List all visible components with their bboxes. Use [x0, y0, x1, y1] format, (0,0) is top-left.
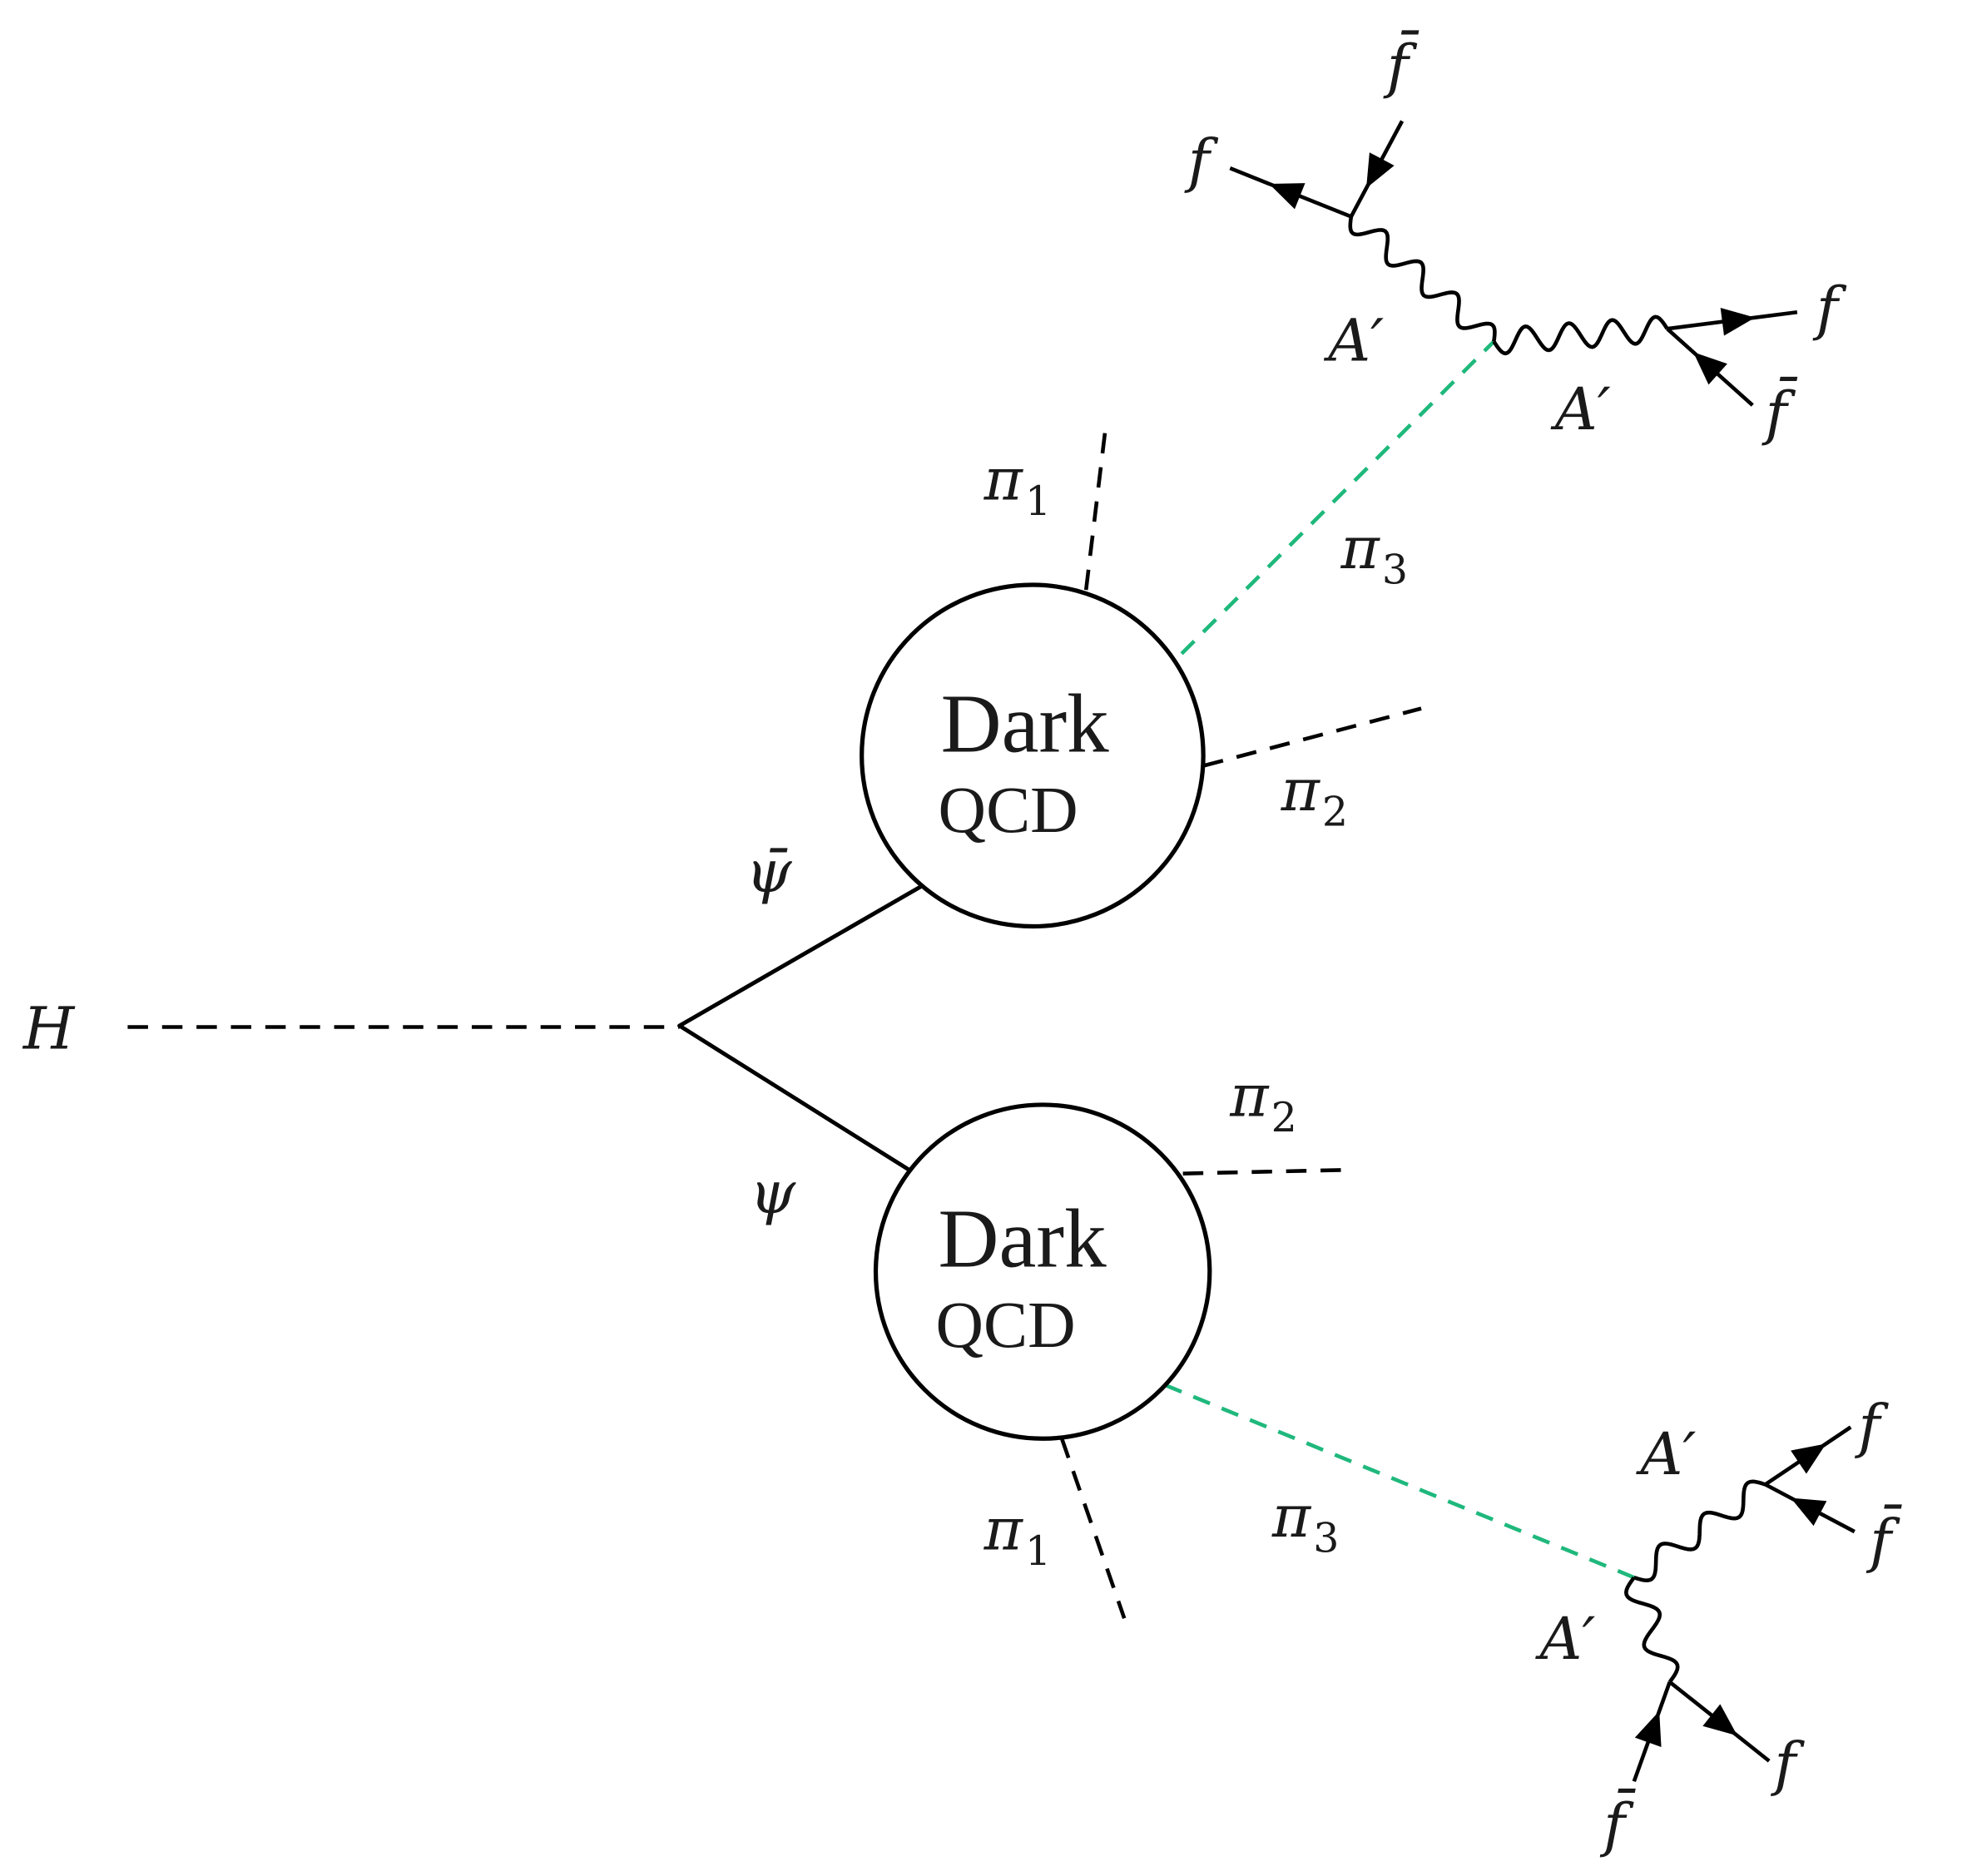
svg-text:π3: π3 [1271, 1482, 1340, 1562]
lower-pi2-line [1182, 1167, 1354, 1176]
lower-fbar-label-1: f̄ [1865, 1503, 1903, 1575]
lower-pi1-label: π1 [984, 1495, 1052, 1574]
upper-f-label-2: f [1812, 275, 1847, 343]
lower-photon1-label: A′ [1636, 1420, 1697, 1488]
arrow-icon [1791, 1443, 1826, 1474]
upper-pi3-label: π3 [1340, 514, 1409, 593]
upper-fbar-label-2: f̄ [1761, 375, 1799, 447]
dark-qcd-blob-upper: Dark QCD [860, 582, 1206, 929]
upper-pi1-label: π1 [984, 445, 1052, 524]
quark-label: ψ [750, 1159, 796, 1227]
higgs-label: H [22, 995, 76, 1063]
blob-line1: Dark [941, 677, 1110, 770]
blob-circle [860, 582, 1206, 929]
upper-pi1-line [1083, 420, 1109, 591]
blob-line2: QCD [935, 1289, 1075, 1362]
svg-text:π2: π2 [1281, 756, 1349, 835]
antiquark-label: ψ̄ [746, 838, 792, 906]
upper-fermion-out-1 [1229, 166, 1352, 219]
lower-pi3-line [1164, 1383, 1635, 1580]
lower-fbar-label-2: f̄ [1599, 1788, 1637, 1859]
dark-qcd-blob-lower: Dark QCD [873, 1102, 1212, 1441]
upper-photon1-label: A′ [1323, 306, 1384, 374]
lower-fermion-out-1 [1764, 1425, 1852, 1487]
lower-dark-photon-1 [1633, 1479, 1766, 1583]
upper-pi2-line [1202, 706, 1422, 768]
svg-text:π3: π3 [1340, 514, 1409, 593]
lower-fermion-out-2 [1668, 1680, 1771, 1763]
lower-dark-photon-2 [1624, 1576, 1680, 1684]
upper-dark-photon-1 [1348, 216, 1497, 342]
upper-dark-photon-2 [1492, 314, 1669, 356]
blob-circle [873, 1102, 1212, 1441]
arrow-icon [1693, 352, 1727, 385]
upper-fermion-out-2 [1667, 308, 1798, 336]
lower-dark-photon-cluster [1624, 1425, 1856, 1783]
upper-pi2-label: π2 [1281, 756, 1349, 835]
lower-f-label-1: f [1854, 1392, 1889, 1460]
upper-pi3-line [1180, 339, 1495, 656]
upper-dark-photon-cluster [1229, 120, 1798, 407]
antiquark-line [677, 884, 923, 1028]
upper-antifermion-in-2 [1666, 327, 1754, 407]
blob-line2: QCD [939, 774, 1078, 847]
lower-antifermion-in-1 [1764, 1482, 1856, 1534]
arrow-icon [1634, 1710, 1662, 1747]
svg-text:π1: π1 [984, 1495, 1052, 1574]
upper-photon2-label: A′ [1550, 375, 1611, 443]
upper-f-label-1: f [1184, 126, 1219, 195]
svg-text:π1: π1 [984, 445, 1052, 524]
arrow-icon [1702, 1704, 1738, 1736]
upper-fbar-label-1: f̄ [1383, 29, 1420, 101]
arrow-icon [1720, 308, 1756, 336]
lower-pi2-label: π2 [1229, 1062, 1297, 1141]
lower-pi3-label: π3 [1271, 1482, 1340, 1562]
arrow-icon [1791, 1497, 1827, 1527]
upper-antifermion-in-1 [1349, 120, 1405, 218]
arrow-icon [1366, 152, 1395, 189]
lower-pi1-line [1059, 1438, 1127, 1619]
quark-line [677, 1023, 911, 1172]
lower-photon2-label: A′ [1535, 1605, 1596, 1673]
arrow-icon [1269, 183, 1306, 210]
lower-f-label-2: f [1770, 1730, 1805, 1798]
blob-line1: Dark [939, 1191, 1107, 1284]
svg-text:π2: π2 [1229, 1062, 1297, 1141]
lower-antifermion-in-2 [1632, 1681, 1672, 1783]
